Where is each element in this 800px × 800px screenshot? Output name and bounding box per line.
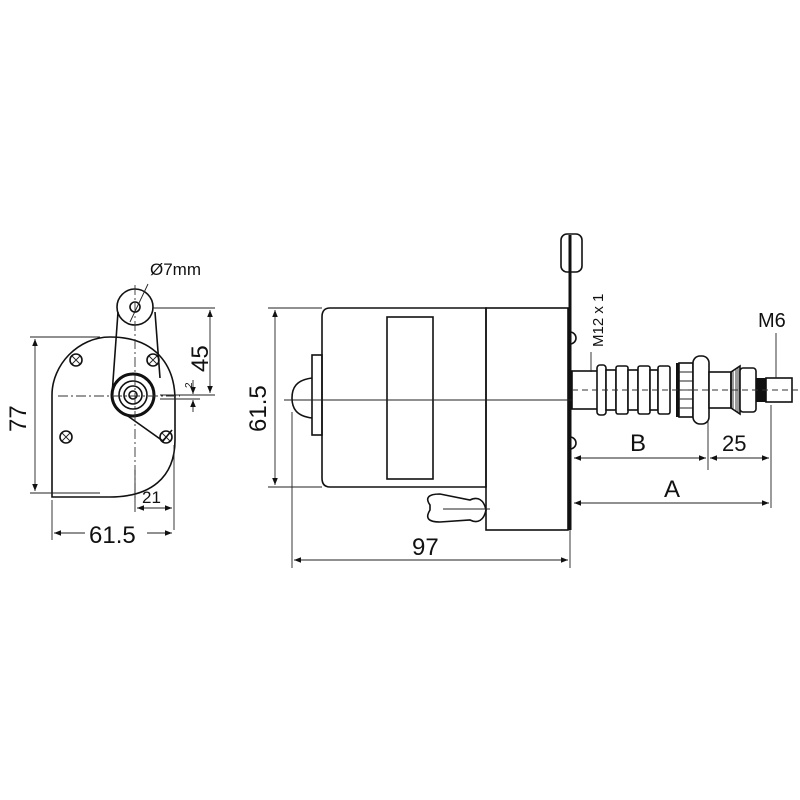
shaft-hub [110, 372, 156, 418]
motor-can [321, 307, 487, 488]
hole-diameter-label: Ø7mm [150, 260, 201, 279]
total-shaft-length-a-label: A [664, 476, 680, 503]
shaft-offset-label: 21 [142, 488, 161, 507]
crank-arm [111, 311, 161, 396]
body-length-label: 97 [412, 534, 439, 561]
tip-length-label: 25 [722, 431, 746, 456]
side-view: M12 x 1 M6 61.5 97 B 25 A [245, 233, 798, 568]
switch-lever [426, 493, 487, 523]
width-label: 61.5 [89, 522, 136, 549]
front-view: Ø7mm 77 45 2 21 61.5 [5, 260, 215, 549]
height-label: 77 [5, 405, 32, 432]
motor-label-panel [386, 316, 434, 480]
motor-diameter-label: 61.5 [245, 385, 272, 432]
gearbox-block [485, 307, 569, 531]
thread-spec-label: M12 x 1 [590, 294, 607, 347]
tip-thread-label: M6 [758, 310, 786, 332]
gearbox-housing [51, 336, 176, 498]
arm-length-label: 45 [187, 345, 214, 372]
offset-label: 2 [184, 382, 195, 388]
shaft-length-b-label: B [630, 430, 646, 457]
